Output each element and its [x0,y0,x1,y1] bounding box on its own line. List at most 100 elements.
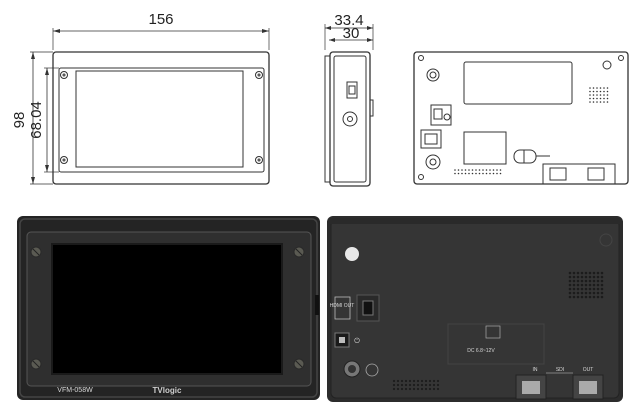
grille-dot [588,271,592,275]
back-photo-vent-holes [392,379,440,391]
grille-dot [412,383,416,387]
grille-dot [596,283,600,287]
grille-dot [572,283,576,287]
grille-dot [576,295,580,299]
grille-dot [584,291,588,295]
grille-dot [496,169,498,171]
grille-dot [568,291,572,295]
grille-dot [572,279,576,283]
grille-dot [596,275,600,279]
grille-dot [478,169,481,171]
grille-dot [392,387,396,391]
grille-dot [599,97,602,100]
grille-dot [412,379,416,383]
grille-dot [589,94,591,96]
grille-dot [576,283,580,287]
grille-dot [396,387,400,391]
grille-dot [436,379,440,383]
grille-dot [464,172,467,175]
grille-dot [584,295,588,299]
grille-dot [568,287,572,291]
grille-dot [461,169,463,171]
grille-dot [420,379,424,383]
grille-dot [580,279,584,283]
grille-dot [572,275,576,279]
back-photo [327,216,623,402]
tally-light [345,247,359,261]
grille-dot [457,172,460,175]
depth-inner-dimension: 30 [343,25,360,42]
grille-dot [592,287,596,291]
grille-dot [416,387,420,391]
grille-dot [588,279,592,283]
grille-dot [424,387,428,391]
grille-dot [592,90,595,93]
grille-dot [596,287,600,291]
grille-dot [584,283,588,287]
grille-dot [424,383,428,387]
grille-dot [588,275,592,279]
grille-dot [576,275,580,279]
grille-dot [599,87,602,89]
grille-dot [404,379,408,383]
grille-dot [499,169,502,171]
grille-dot [600,275,604,279]
grille-dot [599,90,602,93]
grille-dot [600,271,604,275]
grille-dot [436,383,440,387]
grille-dot [606,97,609,100]
grille-dot [408,379,412,383]
grille-dot [580,275,584,279]
width-dimension: 156 [148,11,173,28]
grille-dot [606,87,609,89]
grille-dot [400,379,404,383]
grille-dot [400,387,404,391]
grille-dot [416,379,420,383]
grille-dot [471,169,474,171]
grille-dot [580,291,584,295]
grille-dot [580,295,584,299]
side-view-drawing [324,24,374,187]
grille-dot [599,94,602,96]
grille-dot [424,379,428,383]
grille-dot [592,283,596,287]
grille-dot [572,291,576,295]
grille-dot [576,279,580,283]
grille-dot [489,172,491,175]
grille-dot [428,379,432,383]
grille-dot [416,383,420,387]
sdi-label: SDI [556,367,564,373]
grille-dot [475,169,477,171]
grille-dot [576,287,580,291]
front-photo [17,216,320,400]
grille-dot [596,101,598,103]
back-drawing-vent-dots [454,169,502,175]
grille-dot [596,97,598,100]
grille-dot [420,383,424,387]
grille-dot [588,291,592,295]
depth-outer-dimension: 33.4 [334,12,363,29]
grille-dot [457,169,460,171]
grille-dot [408,387,412,391]
grille-dot [392,379,396,383]
grille-dot [580,283,584,287]
grille-dot [568,279,572,283]
grille-dot [596,87,598,89]
grille-dot [600,283,604,287]
grille-dot [478,172,481,175]
grille-dot [468,169,470,171]
grille-dot [404,383,408,387]
grille-dot [589,90,591,93]
grille-dot [599,101,602,103]
grille-dot [404,387,408,391]
height-inner-dimension: 68.04 [28,101,45,139]
grille-dot [392,383,396,387]
grille-dot [606,94,609,96]
grille-dot [600,291,604,295]
grille-dot [592,97,595,100]
grille-dot [475,172,477,175]
grille-dot [428,387,432,391]
grille-dot [589,101,591,103]
grille-dot [432,387,436,391]
